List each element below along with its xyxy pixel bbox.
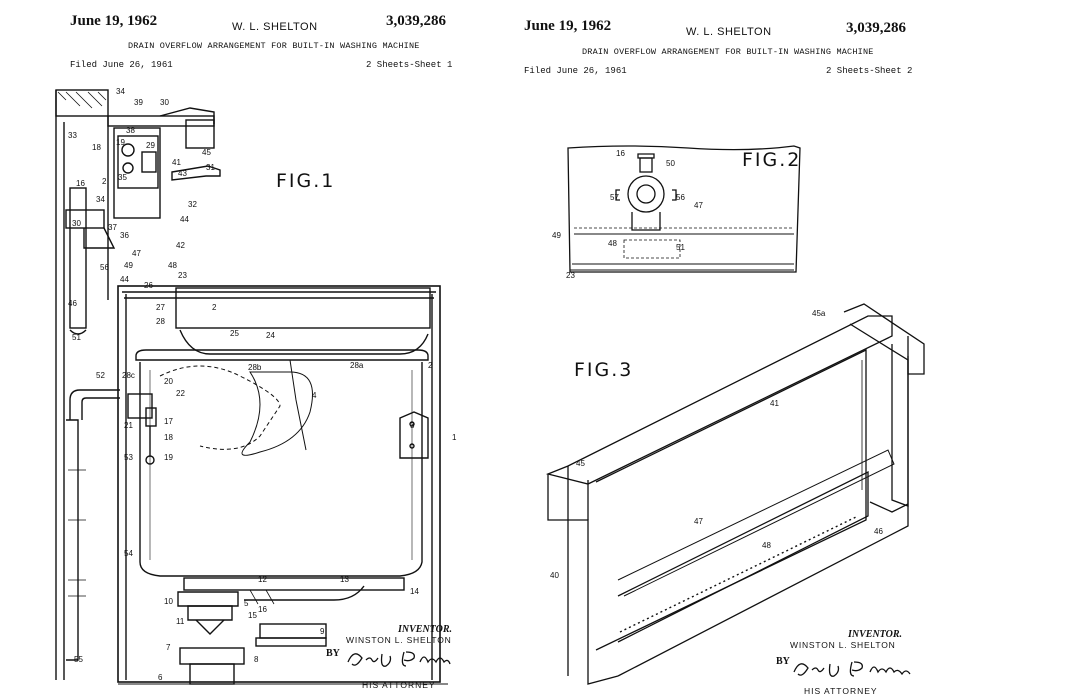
reference-numeral: 51 — [676, 243, 685, 252]
reference-numeral: 23 — [178, 271, 187, 280]
reference-numeral: 23 — [566, 271, 575, 280]
reference-numeral: 16 — [258, 605, 267, 614]
reference-numeral: 25 — [230, 329, 239, 338]
reference-numeral: 26 — [144, 281, 153, 290]
reference-numeral: 18 — [92, 143, 101, 152]
reference-numeral: 46 — [874, 527, 883, 536]
reference-numeral: 52 — [96, 371, 105, 380]
attorney-caption: HIS ATTORNEY — [804, 686, 878, 696]
reference-numeral: 51 — [72, 333, 81, 342]
reference-numeral: 30 — [72, 219, 81, 228]
reference-numeral: 50 — [666, 159, 675, 168]
reference-numeral: 21 — [124, 421, 133, 430]
reference-numeral: 28 — [156, 317, 165, 326]
reference-numeral: 27 — [156, 303, 165, 312]
reference-numeral: 3 — [410, 421, 415, 430]
reference-numeral: 15 — [248, 611, 257, 620]
reference-numeral: 41 — [172, 158, 181, 167]
reference-numeral: 16 — [616, 149, 625, 158]
reference-numeral: 32 — [188, 200, 197, 209]
fig2-fig3-drawing: 16 50 57 56 47 49 48 51 23 45a 41 45 47 48 46 40 — [500, 0, 1070, 697]
reference-numeral: 10 — [164, 597, 173, 606]
by-label: BY — [776, 656, 790, 667]
reference-numeral: 42 — [176, 241, 185, 250]
reference-numeral: 14 — [410, 587, 419, 596]
reference-numeral: 36 — [120, 231, 129, 240]
fig2-label: FIG.2 — [742, 149, 801, 171]
reference-numeral: 47 — [694, 201, 703, 210]
reference-numeral: 28b — [248, 363, 262, 372]
reference-numeral: 24 — [266, 331, 275, 340]
patent-sheet-1: June 19, 1962 W. L. SHELTON 3,039,286 DR… — [0, 0, 500, 697]
reference-numeral: 1 — [452, 433, 457, 442]
reference-numeral: 18 — [164, 433, 173, 442]
reference-numeral: 55 — [74, 655, 83, 664]
reference-numeral: 46 — [68, 299, 77, 308]
fig1-label: FIG.1 — [276, 170, 335, 192]
attorney-signature — [344, 644, 464, 674]
reference-numeral: 48 — [762, 541, 771, 550]
reference-numeral: 4 — [312, 391, 317, 400]
reference-numeral: 45 — [202, 148, 211, 157]
reference-numeral: 53 — [124, 453, 133, 462]
reference-numeral: 49 — [124, 261, 133, 270]
reference-numeral: 33 — [68, 131, 77, 140]
reference-numeral: 12 — [258, 575, 267, 584]
reference-numeral: 40 — [550, 571, 559, 580]
reference-numeral: 8 — [254, 655, 259, 664]
inventor-caption: INVENTOR. — [398, 624, 452, 635]
reference-numeral: 34 — [96, 195, 105, 204]
reference-numeral: 28c — [122, 371, 135, 380]
reference-numeral: 56 — [100, 263, 109, 272]
reference-numeral: 22 — [176, 389, 185, 398]
reference-numeral: 9 — [320, 627, 325, 636]
reference-numeral: 34 — [116, 87, 125, 96]
reference-numeral: 41 — [770, 399, 779, 408]
reference-numeral: 44 — [180, 215, 189, 224]
reference-numeral: 7 — [166, 643, 171, 652]
reference-numeral: 54 — [124, 549, 133, 558]
attorney-caption: HIS ATTORNEY — [362, 680, 436, 690]
reference-numeral: 20 — [164, 377, 173, 386]
reference-numeral: 45 — [576, 459, 585, 468]
reference-numeral: 2 — [212, 303, 217, 312]
reference-numeral: 16 — [76, 179, 85, 188]
reference-numeral: 39 — [134, 98, 143, 107]
reference-numeral: 5 — [244, 599, 249, 608]
inventor-caption: INVENTOR. — [848, 629, 902, 640]
reference-numeral: 30 — [160, 98, 169, 107]
reference-numeral: 47 — [694, 517, 703, 526]
reference-numeral: 28a — [350, 361, 364, 370]
fig3-label: FIG.3 — [574, 359, 633, 381]
attorney-signature — [790, 652, 920, 684]
reference-numeral: 47 — [132, 249, 141, 258]
reference-numeral: 43 — [178, 169, 187, 178]
reference-numeral: 17 — [164, 417, 173, 426]
reference-numeral: 45a — [812, 309, 826, 318]
inventor-name: WINSTON L. SHELTON — [790, 640, 896, 650]
reference-numeral: 19 — [164, 453, 173, 462]
reference-numeral: 19 — [116, 138, 125, 147]
patent-sheet-2: June 19, 1962 W. L. SHELTON 3,039,286 DR… — [500, 0, 1070, 697]
reference-numeral: 48 — [168, 261, 177, 270]
reference-numeral: 49 — [552, 231, 561, 240]
reference-numeral: 13 — [340, 575, 349, 584]
reference-numeral: 2 — [102, 177, 107, 186]
by-label: BY — [326, 648, 340, 659]
reference-numeral: 37 — [108, 223, 117, 232]
reference-numeral: 38 — [126, 126, 135, 135]
reference-numeral: 48 — [608, 239, 617, 248]
reference-numeral: 44 — [120, 275, 129, 284]
reference-numeral: 31 — [206, 163, 215, 172]
fig1-drawing: 343930 333829 181941 434531 35322 163430… — [0, 0, 500, 697]
reference-numeral: 29 — [146, 141, 155, 150]
reference-numeral: 56 — [676, 193, 685, 202]
reference-numeral: 2 — [428, 361, 433, 370]
reference-numeral: 11 — [176, 617, 185, 626]
reference-numeral: 6 — [158, 673, 163, 682]
reference-numeral: 35 — [118, 173, 127, 182]
reference-numeral: 57 — [610, 193, 619, 202]
